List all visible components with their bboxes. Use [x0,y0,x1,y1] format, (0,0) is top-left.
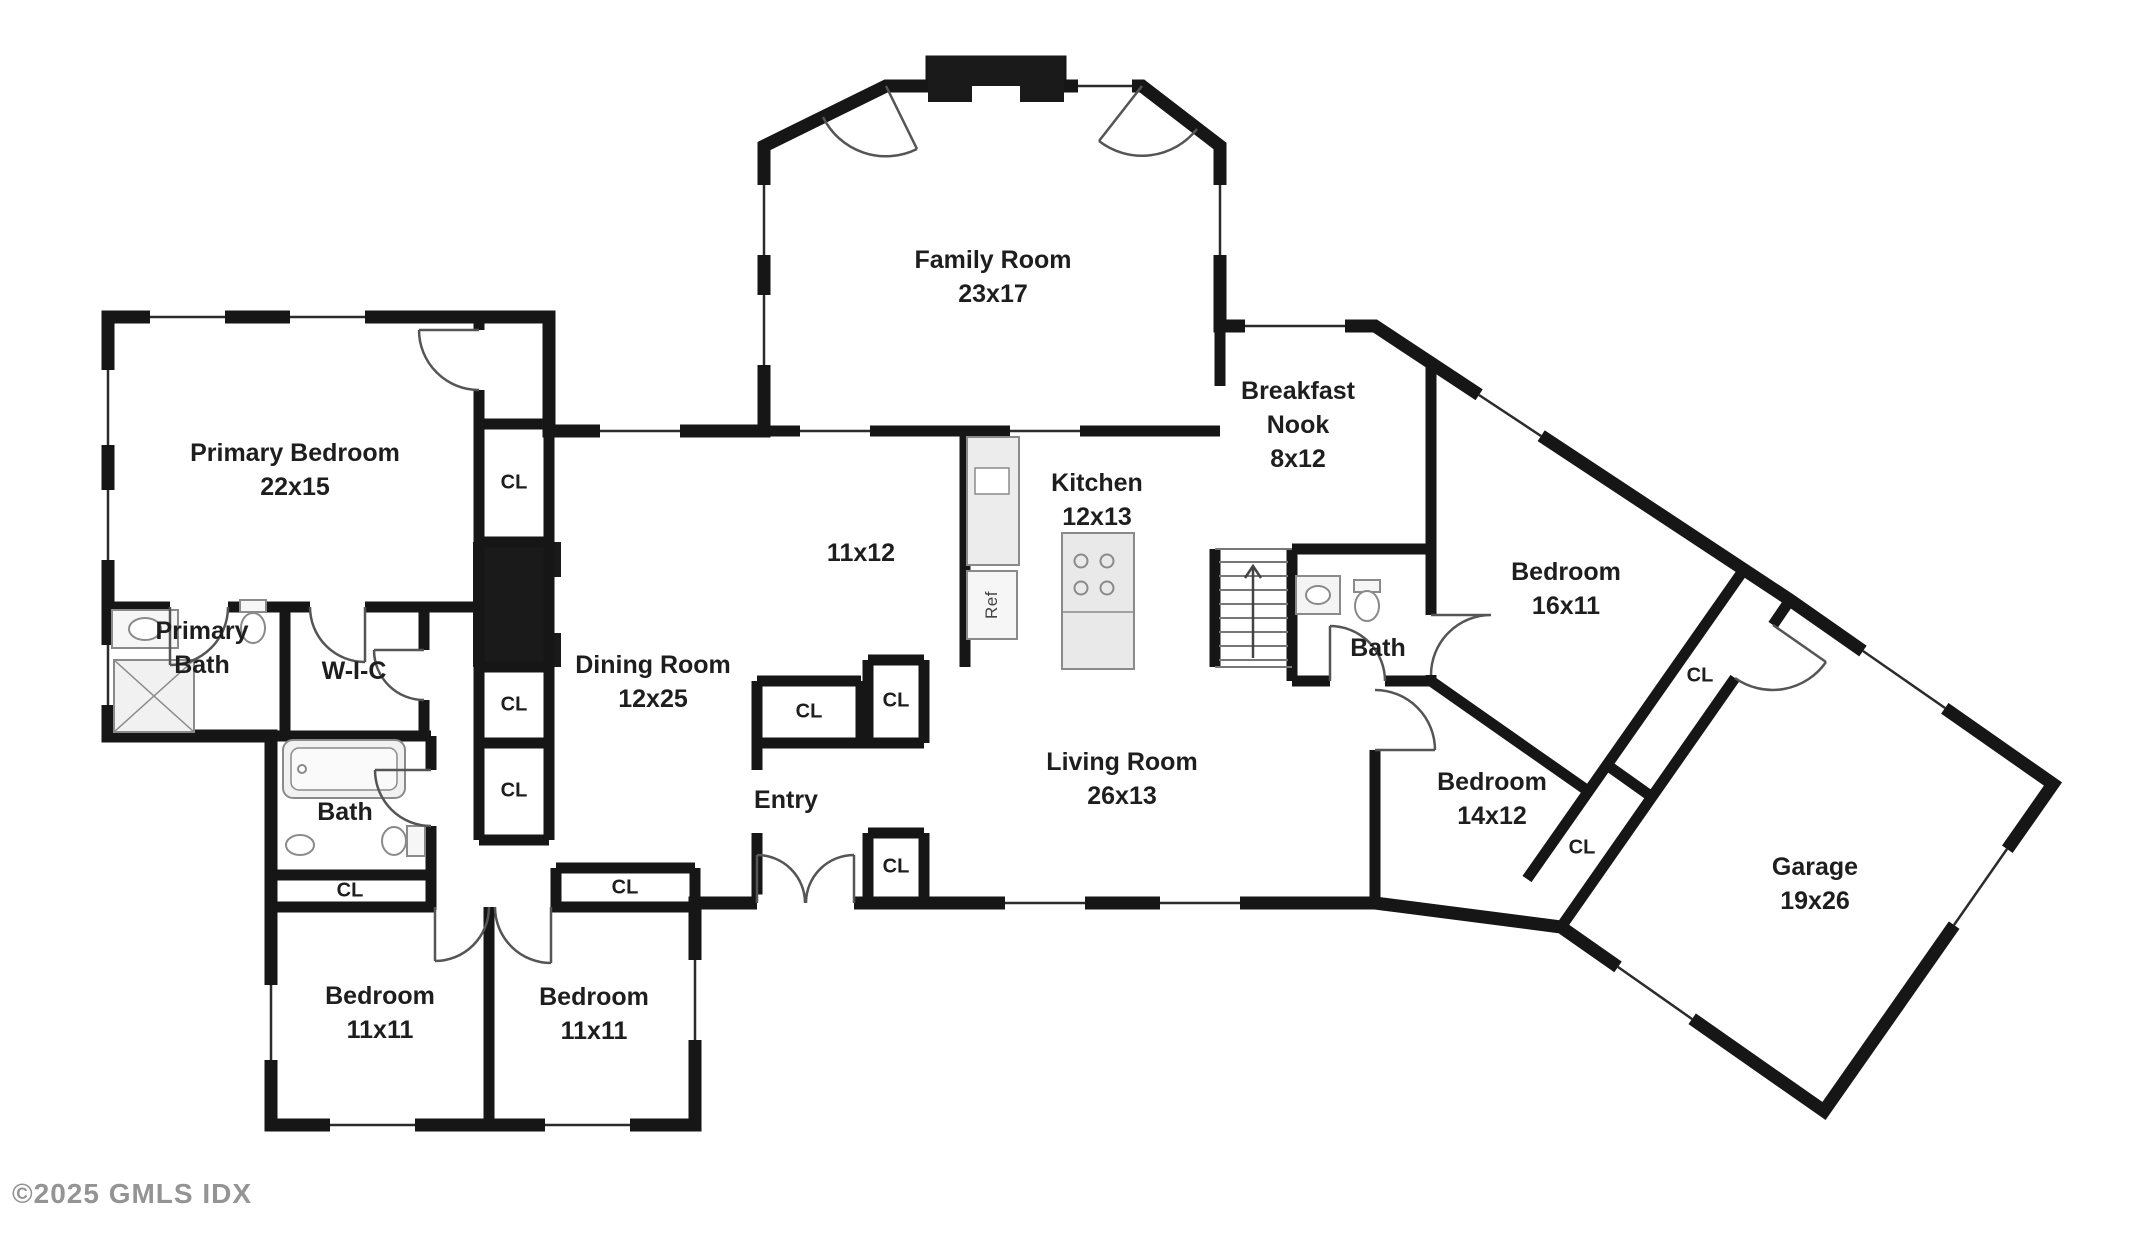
room-name: Bath [317,798,373,826]
toilet-icon [239,599,267,644]
door-arcs [168,85,1828,965]
closet-label: CL [611,876,639,899]
closet-label: CL [882,855,910,878]
room-label-right-bath: Bath [1350,631,1406,665]
room-label-bedroom-14x12: Bedroom 14x12 [1437,765,1547,833]
room-label-bedroom-bottom-left: Bedroom 11x11 [325,979,435,1047]
closet-label: CL [1686,664,1714,687]
room-name: Bedroom [1437,768,1547,796]
room-label-kitchen: Kitchen 12x13 [1051,466,1143,534]
room-dims: 11x12 [826,539,896,567]
sink-icon [1295,575,1341,615]
room-name: Bath [1350,634,1406,662]
room-name: Primary Bedroom [190,439,400,467]
room-name: W-I-C [321,657,387,685]
closet-label: CL [500,779,528,802]
room-dims: 26x13 [1087,782,1157,810]
room-label-bedroom-bottom-mid: Bedroom 11x11 [539,980,649,1048]
room-label-garage: Garage 19x26 [1772,850,1858,918]
room-name: Entry [754,786,818,814]
closet-label: CL [500,693,528,716]
room-name: Garage [1771,853,1859,881]
room-name: Bedroom [325,982,435,1010]
room-name: Living Room [1046,748,1198,776]
room-label-entry: Entry [754,783,818,817]
room-label-hall-bath: Bath [317,795,373,829]
room-dims: 16x11 [1531,592,1601,620]
room-name: Family Room [914,246,1072,274]
interior-walls [108,317,1795,1125]
room-dims: 11x11 [560,1017,628,1045]
kitchen-island [1061,532,1135,670]
room-label-hall-dims: 11x12 [827,536,895,570]
room-name: Breakfast Nook [1241,377,1355,439]
room-name: Primary Bath [155,617,249,679]
room-label-primary-bedroom: Primary Bedroom 22x15 [190,436,400,504]
room-dims: 23x17 [958,280,1028,308]
closet-label: CL [500,471,528,494]
primary-bath-fixtures [111,599,267,733]
window-lines [106,84,2009,1127]
closet-label: CL [795,700,823,723]
room-label-breakfast-nook: Breakfast Nook 8x12 [1221,374,1376,476]
fireplace-family-room [928,56,1064,102]
room-dims: 19x26 [1780,887,1850,915]
stairs [1215,548,1292,668]
room-dims: 22x15 [260,473,330,501]
room-label-family-room: Family Room 23x17 [915,243,1072,311]
room-dims: 12x25 [618,685,688,713]
refrigerator-label: Ref [982,591,1001,619]
room-name: Bedroom [539,983,649,1011]
closet-label: CL [1568,836,1596,859]
room-name: Bedroom [1511,558,1621,586]
closet-label: CL [336,879,364,902]
room-dims: 8x12 [1270,445,1326,473]
toilet-icon [381,825,426,857]
room-label-wic: W-I-C [322,654,387,688]
watermark: ©2025 GMLS IDX [12,1178,253,1209]
room-label-primary-bath: Primary Bath [137,614,267,682]
sink-icon [285,834,315,856]
shower-icon [113,659,195,733]
room-label-bedroom-16x11: Bedroom 16x11 [1511,555,1621,623]
room-dims: 11x11 [346,1016,414,1044]
sink-icon [111,609,179,649]
room-label-dining-room: Dining Room 12x25 [575,648,731,716]
kitchen-sink-icon [974,467,1010,495]
room-name: Dining Room [575,651,731,679]
bathtub-icon [282,739,406,799]
room-label-living-room: Living Room 26x13 [1046,745,1197,813]
closet-label: CL [882,689,910,712]
hall-bath-fixtures [282,739,426,857]
room-name: Kitchen [1051,469,1143,497]
toilet-icon [1353,579,1381,622]
room-dims: 12x13 [1062,503,1132,531]
room-dims: 14x12 [1457,802,1527,830]
kitchen-fixtures [966,436,1135,670]
right-bath-fixtures [1295,575,1381,622]
kitchen-counter [966,436,1020,566]
refrigerator-icon [966,570,1018,640]
